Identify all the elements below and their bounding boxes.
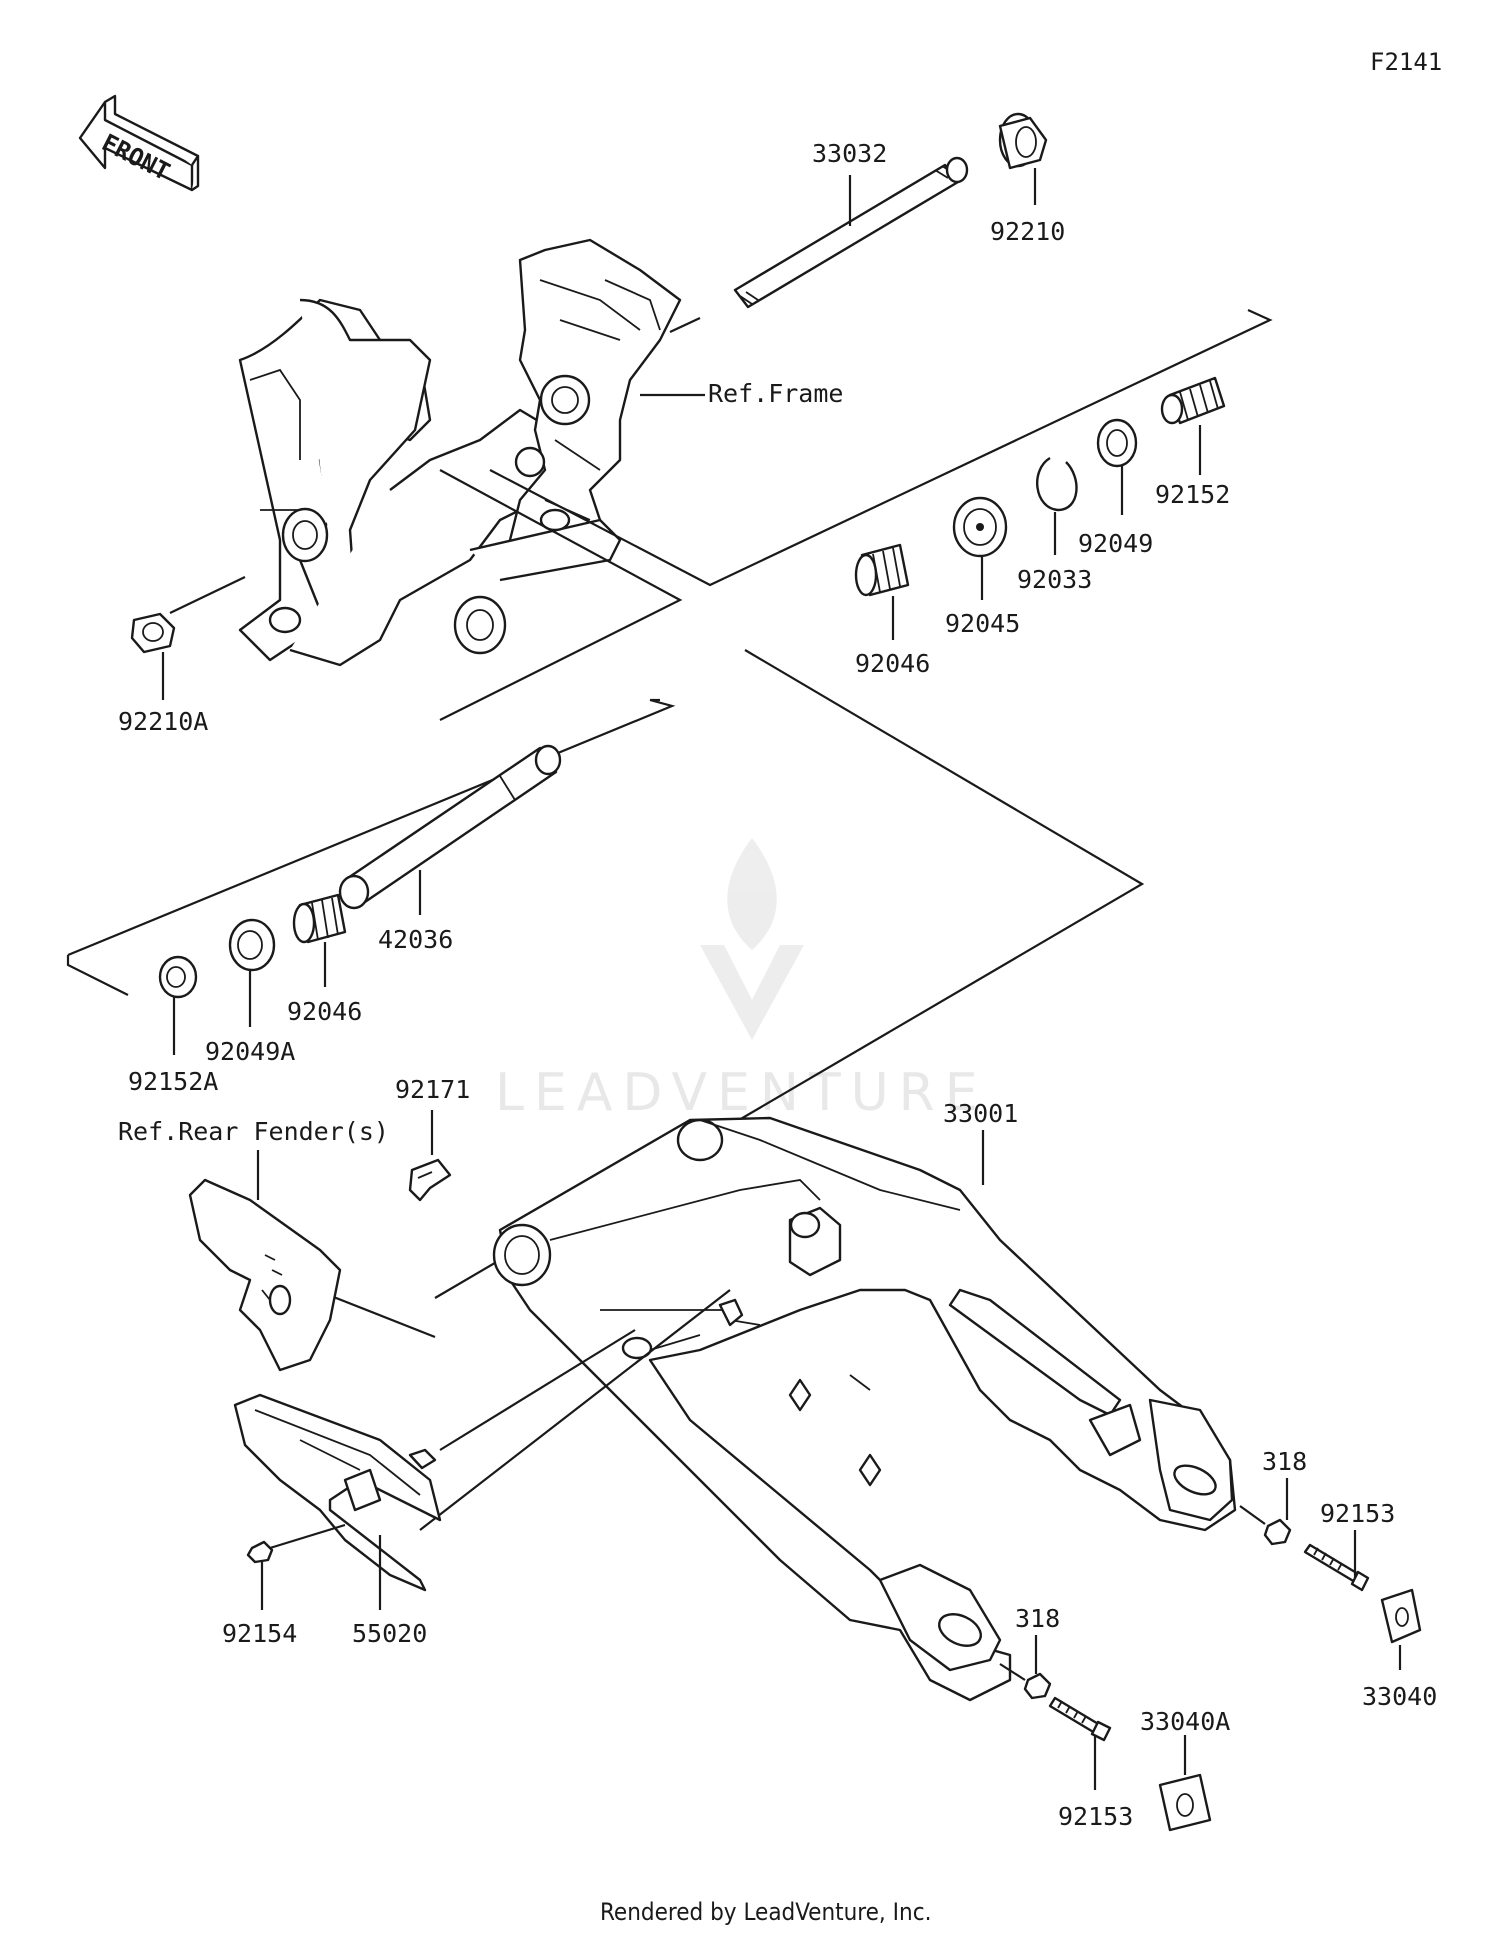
pivot-nut-92210 <box>998 112 1048 170</box>
part-label-92049A: 92049A <box>205 1037 295 1066</box>
part-label-92045: 92045 <box>945 609 1020 638</box>
part-label-33040: 33040 <box>1362 1682 1437 1711</box>
seal-92049A <box>228 918 276 972</box>
collar-92152 <box>1160 376 1226 425</box>
nut-92210A <box>130 612 176 654</box>
tube-42036 <box>338 744 562 910</box>
part-label-92153-right: 92153 <box>1320 1499 1395 1528</box>
nut-318-lower <box>1023 1672 1052 1700</box>
needle-bearing-92046-lower <box>292 893 347 944</box>
ref-rear-fender-label: Ref.Rear Fender(s) <box>118 1117 389 1146</box>
part-label-33040A: 33040A <box>1140 1707 1230 1736</box>
part-label-92171: 92171 <box>395 1075 470 1104</box>
seal-92049 <box>1096 418 1138 468</box>
needle-bearing-92046-upper <box>854 543 910 597</box>
frame-drawing <box>238 238 682 667</box>
pivot-shaft-33032 <box>733 156 969 309</box>
watermark-text: LEADVENTURE <box>495 1063 988 1123</box>
part-label-33001: 33001 <box>943 1099 1018 1128</box>
part-label-92210A: 92210A <box>118 707 208 736</box>
nut-318-right <box>1263 1518 1292 1546</box>
bolt-92153-right <box>1303 1543 1370 1592</box>
bearing-92045 <box>952 496 1008 558</box>
part-label-92033: 92033 <box>1017 565 1092 594</box>
part-label-92049: 92049 <box>1078 529 1153 558</box>
swingarm-33001 <box>492 1116 1237 1702</box>
bolt-92154 <box>246 1540 274 1564</box>
rear-fender-drawing <box>188 1178 342 1372</box>
ref-frame-label: Ref.Frame <box>708 379 843 408</box>
diagram-code: F2141 <box>1370 48 1442 76</box>
part-label-92154: 92154 <box>222 1619 297 1648</box>
bolt-92153-lower <box>1048 1696 1112 1742</box>
part-label-33032: 33032 <box>812 139 887 168</box>
part-label-55020: 55020 <box>352 1619 427 1648</box>
collar-92152A <box>158 955 198 999</box>
part-label-92210: 92210 <box>990 217 1065 246</box>
adjuster-33040A <box>1158 1773 1212 1832</box>
footer-credit: Rendered by LeadVenture, Inc. <box>600 1898 931 1926</box>
adjuster-33040 <box>1380 1588 1422 1644</box>
front-arrow-badge: FRONT <box>78 94 200 192</box>
part-label-92153-lower: 92153 <box>1058 1802 1133 1831</box>
part-label-318-lower: 318 <box>1015 1604 1060 1633</box>
part-label-92152: 92152 <box>1155 480 1230 509</box>
part-label-92152A: 92152A <box>128 1067 218 1096</box>
part-label-92046-lower: 92046 <box>287 997 362 1026</box>
watermark-logo: LEADVENTURE <box>495 838 988 1123</box>
clip-92171 <box>408 1158 452 1202</box>
circlip-92033 <box>1036 456 1078 512</box>
part-label-42036: 42036 <box>378 925 453 954</box>
chain-guard-55020 <box>233 1393 442 1592</box>
part-label-318-right: 318 <box>1262 1447 1307 1476</box>
part-label-92046-upper: 92046 <box>855 649 930 678</box>
